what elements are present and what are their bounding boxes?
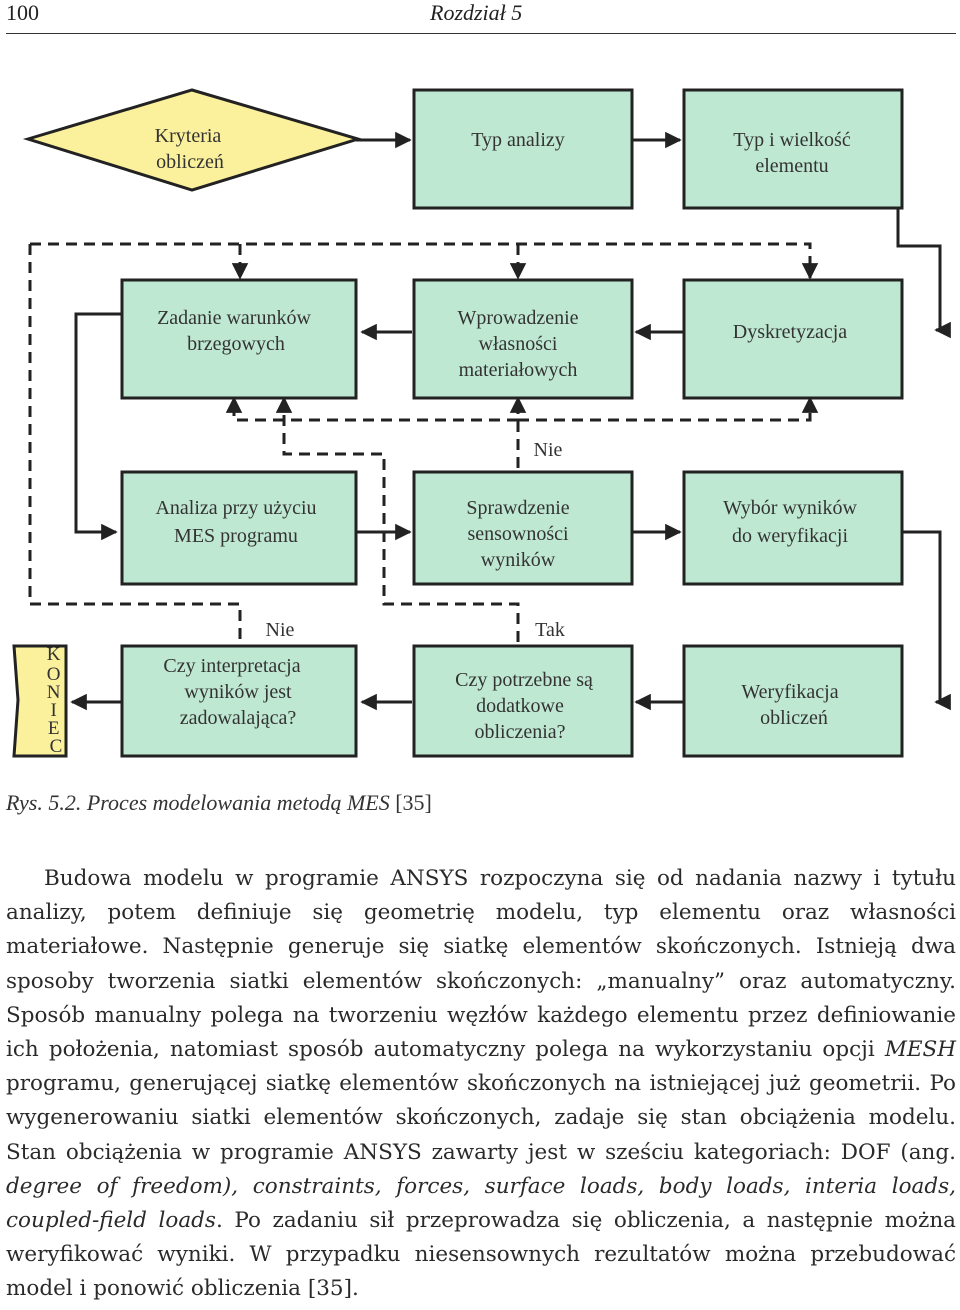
caption-text: Rys. 5.2. Proces modelowania metodą MES — [6, 790, 390, 815]
box-sprawdzenie — [412, 470, 634, 586]
body-paragraph: Budowa modelu w programie ANSYS rozpoczy… — [6, 862, 956, 1307]
arrow-wybor-weryfikacja — [898, 530, 951, 711]
text-dyskretyzacja: Dyskretyzacja — [733, 321, 848, 343]
chapter-title: Rozdział 5 — [430, 0, 523, 25]
dashed-to-dyskretyzacja — [518, 396, 819, 422]
text-koniec: K O N I E C — [47, 644, 65, 757]
text-typ-analizy: Typ analizy — [471, 129, 565, 151]
koniec-box — [12, 644, 68, 758]
box-dyskretyzacja — [682, 278, 904, 400]
dashed-to-zadanie-bottom — [225, 396, 518, 422]
box-weryfikacja — [682, 644, 904, 758]
box-typ-elementu — [682, 88, 904, 210]
diagram-labels: Nie Nie Tak — [266, 439, 565, 641]
italic-terms: degree of freedom), constraints, forces,… — [6, 1173, 956, 1234]
solid-connectors — [70, 131, 951, 711]
dashed-connectors — [28, 242, 819, 644]
arrow-element-dyskretyzacja — [896, 208, 951, 339]
header-rule — [6, 33, 956, 34]
body-text-3: . Po zadaniu sił przeprowadza się oblicz… — [6, 1208, 956, 1302]
caption-ref: [35] — [389, 790, 432, 815]
box-czy-potrzebne — [412, 644, 634, 758]
arrow-zadanie-analiza — [74, 312, 122, 541]
dashed-top-horizontal — [30, 242, 819, 280]
box-wybor — [682, 470, 904, 586]
dashed-nie-left — [30, 602, 242, 644]
box-analiza — [120, 470, 358, 586]
box-czy-interpretacja — [120, 644, 358, 758]
figure-caption: Rys. 5.2. Proces modelowania metodą MES … — [6, 790, 432, 816]
label-tak: Tak — [535, 619, 565, 641]
box-zadanie — [120, 278, 358, 400]
decision-diamond — [22, 88, 364, 192]
diagram-shapes — [12, 88, 904, 758]
label-nie-top: Nie — [534, 439, 563, 461]
box-typ-analizy — [412, 88, 634, 210]
mesh-term: MESH — [884, 1037, 956, 1063]
page-number: 100 — [6, 0, 39, 25]
body-text-1: Budowa modelu w programie ANSYS rozpoczy… — [6, 866, 956, 1063]
box-wprowadzenie — [412, 278, 634, 400]
label-nie-left: Nie — [266, 619, 295, 641]
body-text-2: programu, generującej siatkę elementów s… — [6, 1071, 956, 1165]
